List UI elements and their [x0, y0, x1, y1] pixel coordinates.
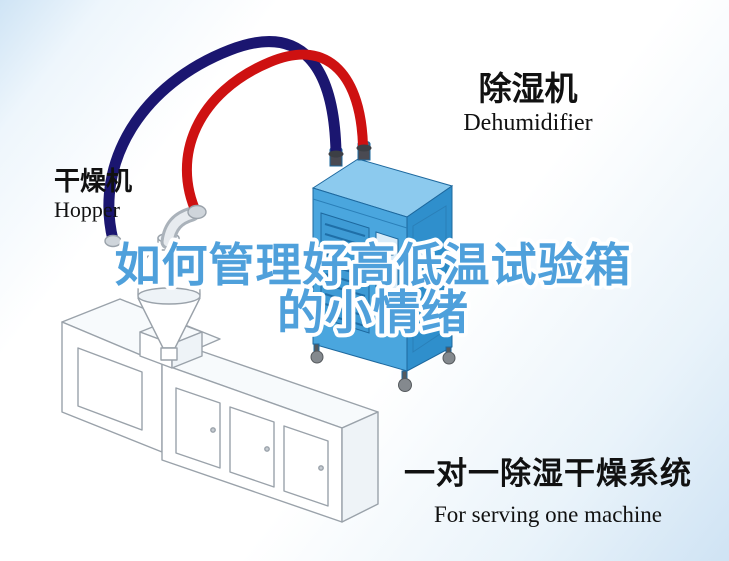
- main-title-line1: 如何管理好高低温试验箱: [115, 239, 632, 291]
- extruder-machine: [61, 298, 379, 523]
- dehumidifier-control-panel: [375, 231, 399, 335]
- navy-hose: [103, 36, 342, 246]
- hopper-label-en: Hopper: [54, 197, 120, 223]
- door-panel: [229, 406, 275, 488]
- body-end: [341, 411, 379, 523]
- dehumidifier-label-en: Dehumidifier: [463, 109, 593, 136]
- door-handle: [210, 427, 216, 433]
- main-title-line2: 的小情绪: [277, 286, 469, 339]
- caster-wheel: [310, 350, 324, 364]
- hose-clamp: [328, 150, 344, 158]
- control-button: [380, 262, 392, 270]
- control-display: [379, 244, 394, 256]
- footer-caption-en: For serving one machine: [433, 502, 663, 527]
- dehumidifier-side-face: [406, 185, 453, 372]
- control-button: [380, 286, 392, 294]
- door-panel: [283, 425, 329, 507]
- hopper-label-cn: 干燥机: [54, 166, 133, 196]
- door-handle: [318, 465, 324, 471]
- dehumidifier-side-panel: [412, 205, 447, 353]
- hopper-duct-flange: [187, 204, 207, 220]
- dehumidifier-label-cn: 除湿机: [478, 70, 578, 107]
- hose-clamp: [356, 144, 372, 152]
- control-panel-strip: [375, 231, 399, 335]
- footer-caption-cn: 一对一除湿干燥系统: [404, 456, 692, 491]
- hopper-outlet: [160, 347, 178, 361]
- door-handle: [264, 446, 270, 452]
- hopper-unit: [137, 206, 201, 361]
- red-hose: [181, 49, 368, 219]
- footer-caption: 一对一除湿干燥系统 For serving one machine: [398, 448, 698, 528]
- dehumidifier-vents: [320, 212, 370, 334]
- caster-wheel: [442, 351, 456, 365]
- hopper-label: 干燥机 Hopper: [54, 166, 133, 223]
- dehumidifier-unit: [310, 140, 456, 392]
- control-button: [380, 274, 392, 282]
- feed-unit-door: [77, 347, 143, 431]
- caster-wheel: [398, 378, 412, 392]
- hopper-band: [137, 287, 201, 305]
- hopper-side-port: [104, 234, 122, 248]
- caster-wheels: [310, 343, 456, 392]
- dehumidifier-label: 除湿机 Dehumidifier: [448, 70, 608, 136]
- door-panel: [175, 387, 221, 469]
- dehumidifier-seam: [312, 198, 408, 229]
